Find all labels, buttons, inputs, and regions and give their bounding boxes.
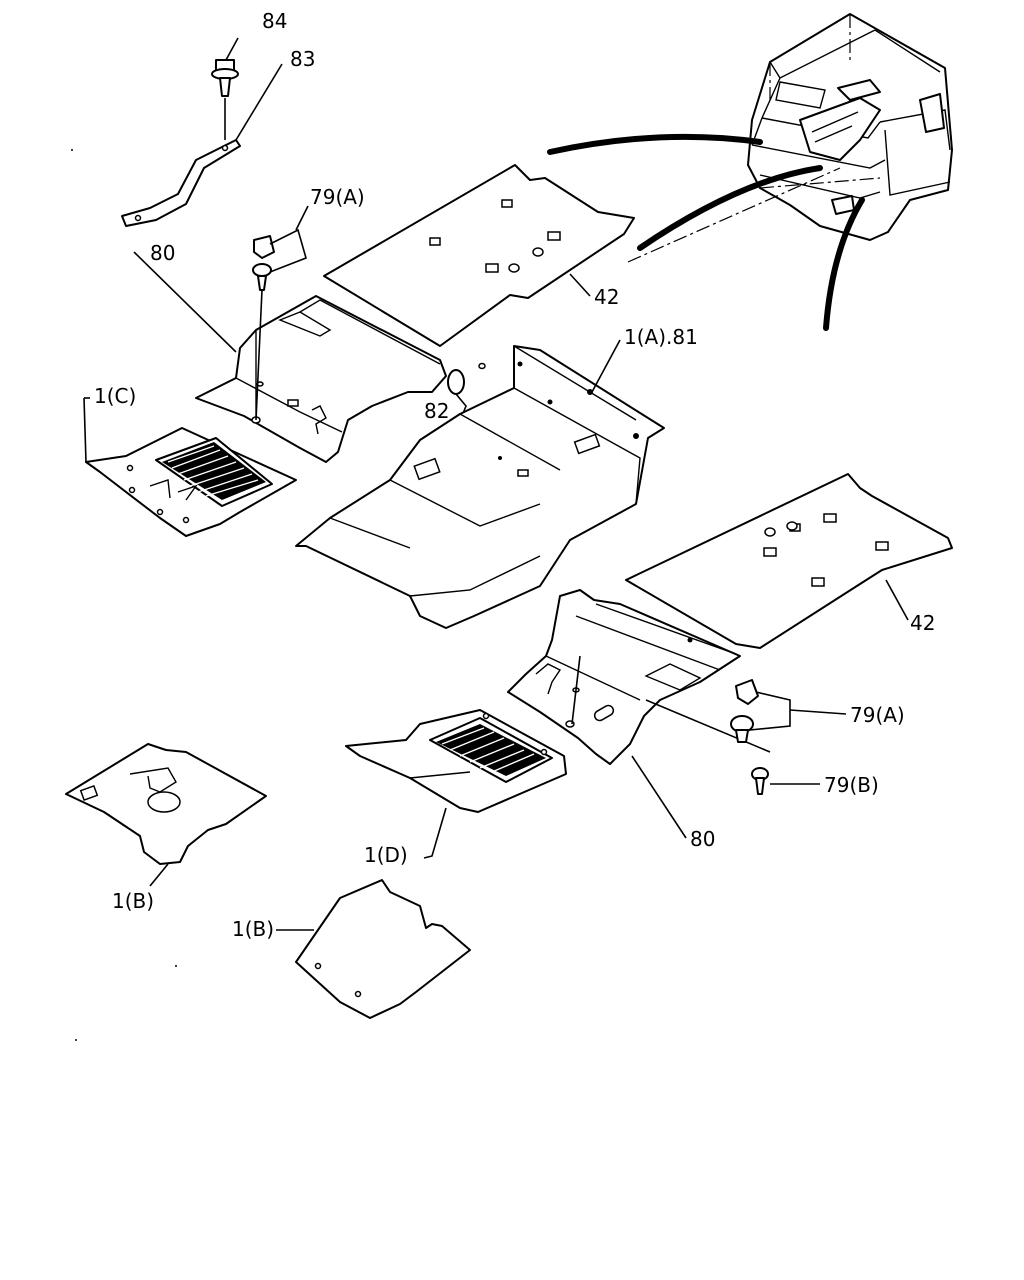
label-82: 82 (424, 399, 449, 423)
label-84: 84 (262, 9, 287, 33)
floor-panel-1a-81 (295, 345, 665, 629)
label-79b: 79(B) (824, 773, 879, 797)
callout-arc-middle (637, 165, 823, 251)
label-1c: 1(C) (94, 384, 136, 408)
clip-79a-right (730, 679, 847, 743)
label-1a-81: 1(A).81 (624, 325, 698, 349)
label-79a-right: 79(A) (850, 703, 905, 727)
bracket-83 (121, 139, 241, 227)
grommet-82 (447, 362, 486, 395)
label-83: 83 (290, 47, 315, 71)
label-42-right: 42 (910, 611, 935, 635)
floor-mat-42-upper (323, 164, 635, 347)
floor-mat-42-right (625, 473, 953, 649)
callout-arc-bottom (823, 197, 865, 331)
mat-1b-bottom (295, 879, 471, 1019)
label-80-top: 80 (150, 241, 175, 265)
callout-arc-top (547, 133, 763, 155)
label-42-top: 42 (594, 285, 619, 309)
label-1d: 1(D) (364, 843, 408, 867)
floor-panel-80-upper (195, 295, 447, 463)
screw-79b (751, 767, 820, 795)
mat-1b-left (65, 743, 267, 865)
floor-panel-80-lower (507, 589, 741, 765)
label-79a-top: 79(A) (310, 185, 365, 209)
cover-1d (345, 709, 567, 813)
label-1b-bottom: 1(B) (232, 917, 274, 941)
screw-84 (211, 59, 239, 97)
clip-79a-upper (252, 205, 309, 291)
label-1b-left: 1(B) (112, 889, 154, 913)
truck-cab-illustration (747, 13, 953, 241)
label-80-bottom: 80 (690, 827, 715, 851)
cover-1c (85, 427, 297, 537)
